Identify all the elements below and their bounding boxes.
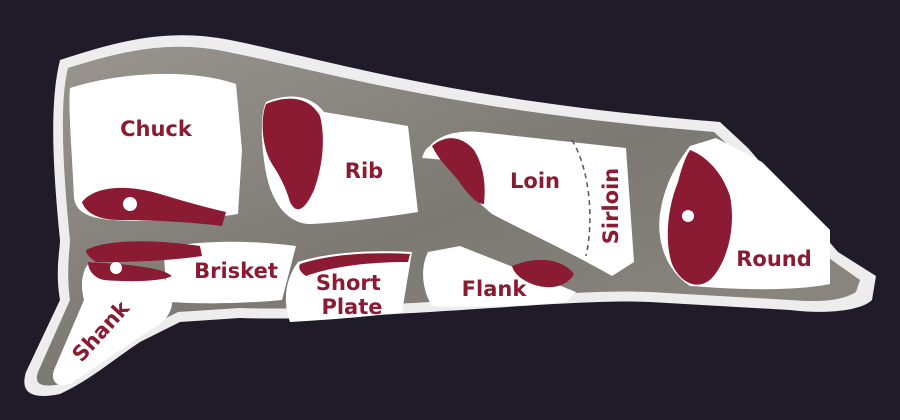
cut-brisket[interactable]: Brisket (86, 241, 296, 304)
brisket-label: Brisket (194, 259, 278, 283)
cut-shank[interactable]: Shank (52, 262, 173, 386)
short-plate-label-line2: Plate (321, 295, 382, 319)
cut-rib[interactable]: Rib (261, 96, 418, 225)
flank-meat (512, 259, 574, 288)
chuck-meat-ribbon (82, 187, 226, 226)
brisket-meat (86, 241, 202, 262)
cut-chuck[interactable]: Chuck (69, 73, 242, 226)
cut-short-plate[interactable]: Short Plate (285, 251, 412, 322)
chuck-bone (123, 197, 137, 211)
round-meat (667, 150, 732, 285)
short-plate-label: Short Plate (316, 271, 388, 319)
cut-round[interactable]: Round (659, 138, 830, 290)
loin-meat (432, 138, 485, 204)
short-plate-meat (299, 253, 410, 276)
loin-label: Loin (510, 169, 560, 193)
sirloin-label: Sirloin (599, 168, 623, 244)
cut-loin-sirloin[interactable]: Loin Sirloin (422, 131, 634, 276)
shank-meat (88, 262, 172, 282)
cut-flank[interactable]: Flank (423, 246, 576, 307)
flank-label: Flank (462, 277, 528, 301)
sirloin-divider (571, 139, 591, 257)
chuck-label: Chuck (120, 117, 193, 141)
rib-meat (262, 98, 323, 210)
short-plate-label-line1: Short (316, 271, 381, 295)
round-label: Round (736, 247, 812, 271)
shank-bone (110, 262, 122, 274)
round-bone (682, 210, 694, 222)
rib-label: Rib (345, 159, 383, 183)
